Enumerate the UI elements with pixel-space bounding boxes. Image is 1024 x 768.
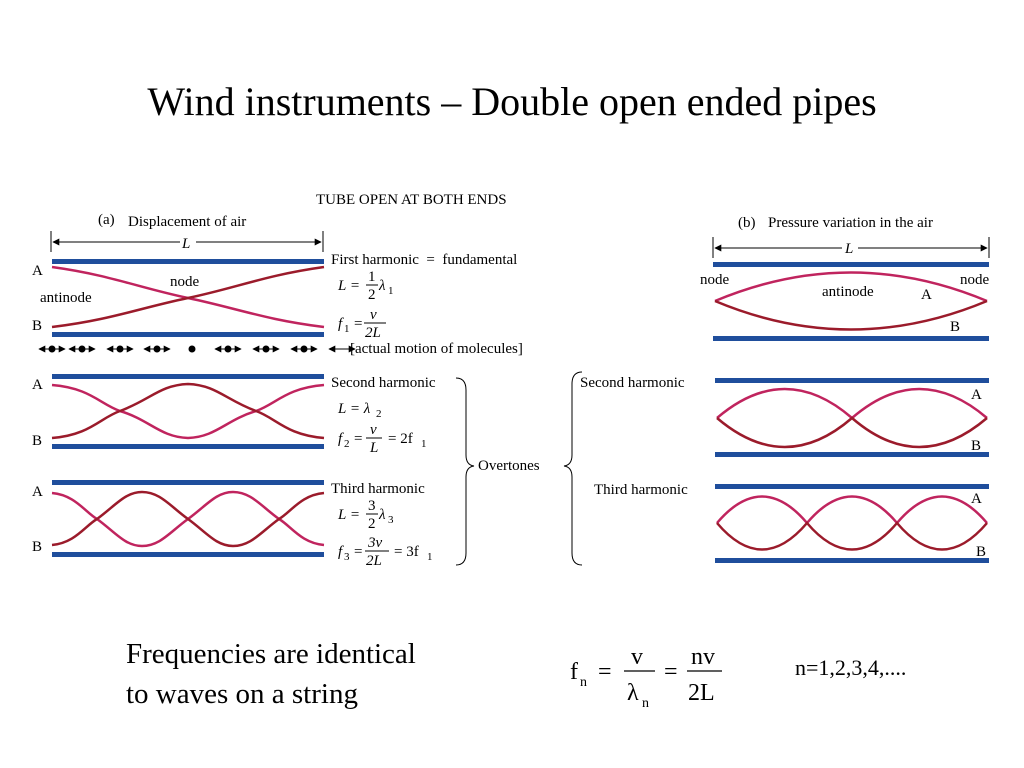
svg-text:n: n	[642, 696, 649, 711]
svg-text:1: 1	[344, 323, 350, 335]
end-b-second: B	[32, 433, 42, 449]
svg-text:=: =	[598, 659, 612, 685]
panel-b-length-label: L	[844, 241, 853, 257]
second-harmonic-label-a: Second harmonic	[331, 375, 436, 391]
tube-a-second	[51, 374, 325, 449]
svg-text:λ: λ	[378, 278, 386, 294]
slide-title: Wind instruments – Double open ended pip…	[147, 79, 877, 124]
svg-text:3: 3	[368, 498, 376, 514]
svg-text:2: 2	[368, 516, 376, 532]
eq-second-L: L = λ 2	[337, 401, 382, 420]
end-a-second: A	[32, 377, 43, 393]
svg-text:f: f	[338, 316, 344, 332]
svg-text:v: v	[370, 422, 377, 438]
molecule-motion-row	[38, 345, 356, 353]
panel-b-label: (b)	[738, 215, 756, 231]
svg-text:n: n	[580, 675, 587, 690]
first-harmonic-label: First harmonic = fundamental	[331, 252, 517, 268]
svg-text:2L: 2L	[688, 680, 715, 706]
svg-text:=: =	[664, 659, 678, 685]
svg-text:λ: λ	[378, 507, 386, 523]
svg-text:L = λ: L = λ	[337, 401, 371, 417]
svg-text:=: =	[354, 431, 362, 447]
caption-line-1: Frequencies are identical	[126, 638, 416, 670]
end-a-third: A	[32, 484, 43, 500]
third-harmonic-label-a: Third harmonic	[331, 481, 425, 497]
svg-text:f: f	[570, 659, 578, 685]
svg-text:v: v	[370, 307, 377, 323]
overtones-label: Overtones	[478, 458, 540, 474]
antinode-label-b: antinode	[822, 284, 874, 300]
caption-line-2: to waves on a string	[126, 678, 358, 710]
frequency-formula: f n = v λ n = nv 2L	[570, 644, 722, 711]
svg-text:1: 1	[388, 285, 394, 297]
eq-first-f: f 1 = v 2L	[338, 307, 386, 341]
svg-text:3: 3	[344, 551, 350, 563]
end-b-b-third: B	[976, 544, 986, 560]
node-left-b: node	[700, 272, 730, 288]
svg-text:3: 3	[388, 514, 394, 526]
panel-b-title: Pressure variation in the air	[768, 215, 933, 231]
third-harmonic-label-b: Third harmonic	[594, 482, 688, 498]
n-values: n=1,2,3,4,....	[795, 655, 907, 680]
panel-b-length-dimension	[712, 237, 990, 258]
svg-text:=: =	[354, 544, 362, 560]
node-label-a: node	[170, 274, 200, 290]
end-a-b-first: A	[921, 287, 932, 303]
end-b-b-first: B	[950, 319, 960, 335]
svg-text:= 2f: = 2f	[388, 431, 413, 447]
svg-text:2: 2	[344, 438, 350, 450]
svg-text:f: f	[338, 544, 344, 560]
eq-third-f: f 3 = 3v 2L = 3f 1	[338, 535, 433, 569]
diagram-header: TUBE OPEN AT BOTH ENDS	[316, 192, 507, 208]
svg-text:1: 1	[368, 269, 376, 285]
svg-text:2: 2	[368, 287, 376, 303]
svg-text:= 3f: = 3f	[394, 544, 419, 560]
end-b-b-second: B	[971, 438, 981, 454]
svg-text:=: =	[354, 316, 362, 332]
node-right-b: node	[960, 272, 990, 288]
tube-b-second	[715, 378, 989, 457]
svg-text:λ: λ	[627, 680, 639, 706]
svg-text:L =: L =	[337, 278, 360, 294]
svg-text:2: 2	[376, 408, 382, 420]
svg-text:L =: L =	[337, 507, 360, 523]
svg-text:1: 1	[427, 551, 433, 563]
svg-text:2L: 2L	[366, 553, 382, 569]
eq-third-L: L = 3 2 λ 3	[337, 498, 394, 532]
svg-text:f: f	[338, 431, 344, 447]
svg-text:L: L	[369, 440, 378, 456]
antinode-label-a: antinode	[40, 290, 92, 306]
panel-a-title: Displacement of air	[128, 214, 246, 230]
overtones-brace-right	[563, 371, 583, 566]
svg-text:3v: 3v	[367, 535, 383, 551]
svg-text:2L: 2L	[365, 325, 381, 341]
end-a-b-second: A	[971, 387, 982, 403]
eq-second-f: f 2 = v L = 2f 1	[338, 422, 427, 456]
panel-a-label: (a)	[98, 212, 115, 228]
end-a-first: A	[32, 263, 43, 279]
end-b-third: B	[32, 539, 42, 555]
end-b-first: B	[32, 318, 42, 334]
svg-text:v: v	[631, 644, 643, 670]
svg-text:1: 1	[421, 438, 427, 450]
molecule-dot	[188, 345, 196, 353]
tube-b-third	[715, 484, 989, 563]
tube-a-first	[51, 259, 325, 337]
caption: Frequencies are identical to waves on a …	[126, 634, 416, 714]
molecules-label: [actual motion of molecules]	[350, 341, 523, 357]
tube-a-third	[51, 480, 325, 557]
svg-text:nv: nv	[691, 644, 715, 670]
eq-first-L: L = 1 2 λ 1	[337, 269, 394, 303]
panel-a-length-label: L	[181, 236, 190, 252]
end-a-b-third: A	[971, 491, 982, 507]
panel-a-length-dimension	[50, 231, 324, 252]
tube-b-first	[713, 262, 989, 341]
overtones-brace-left	[455, 377, 475, 566]
second-harmonic-label-b: Second harmonic	[580, 375, 685, 391]
